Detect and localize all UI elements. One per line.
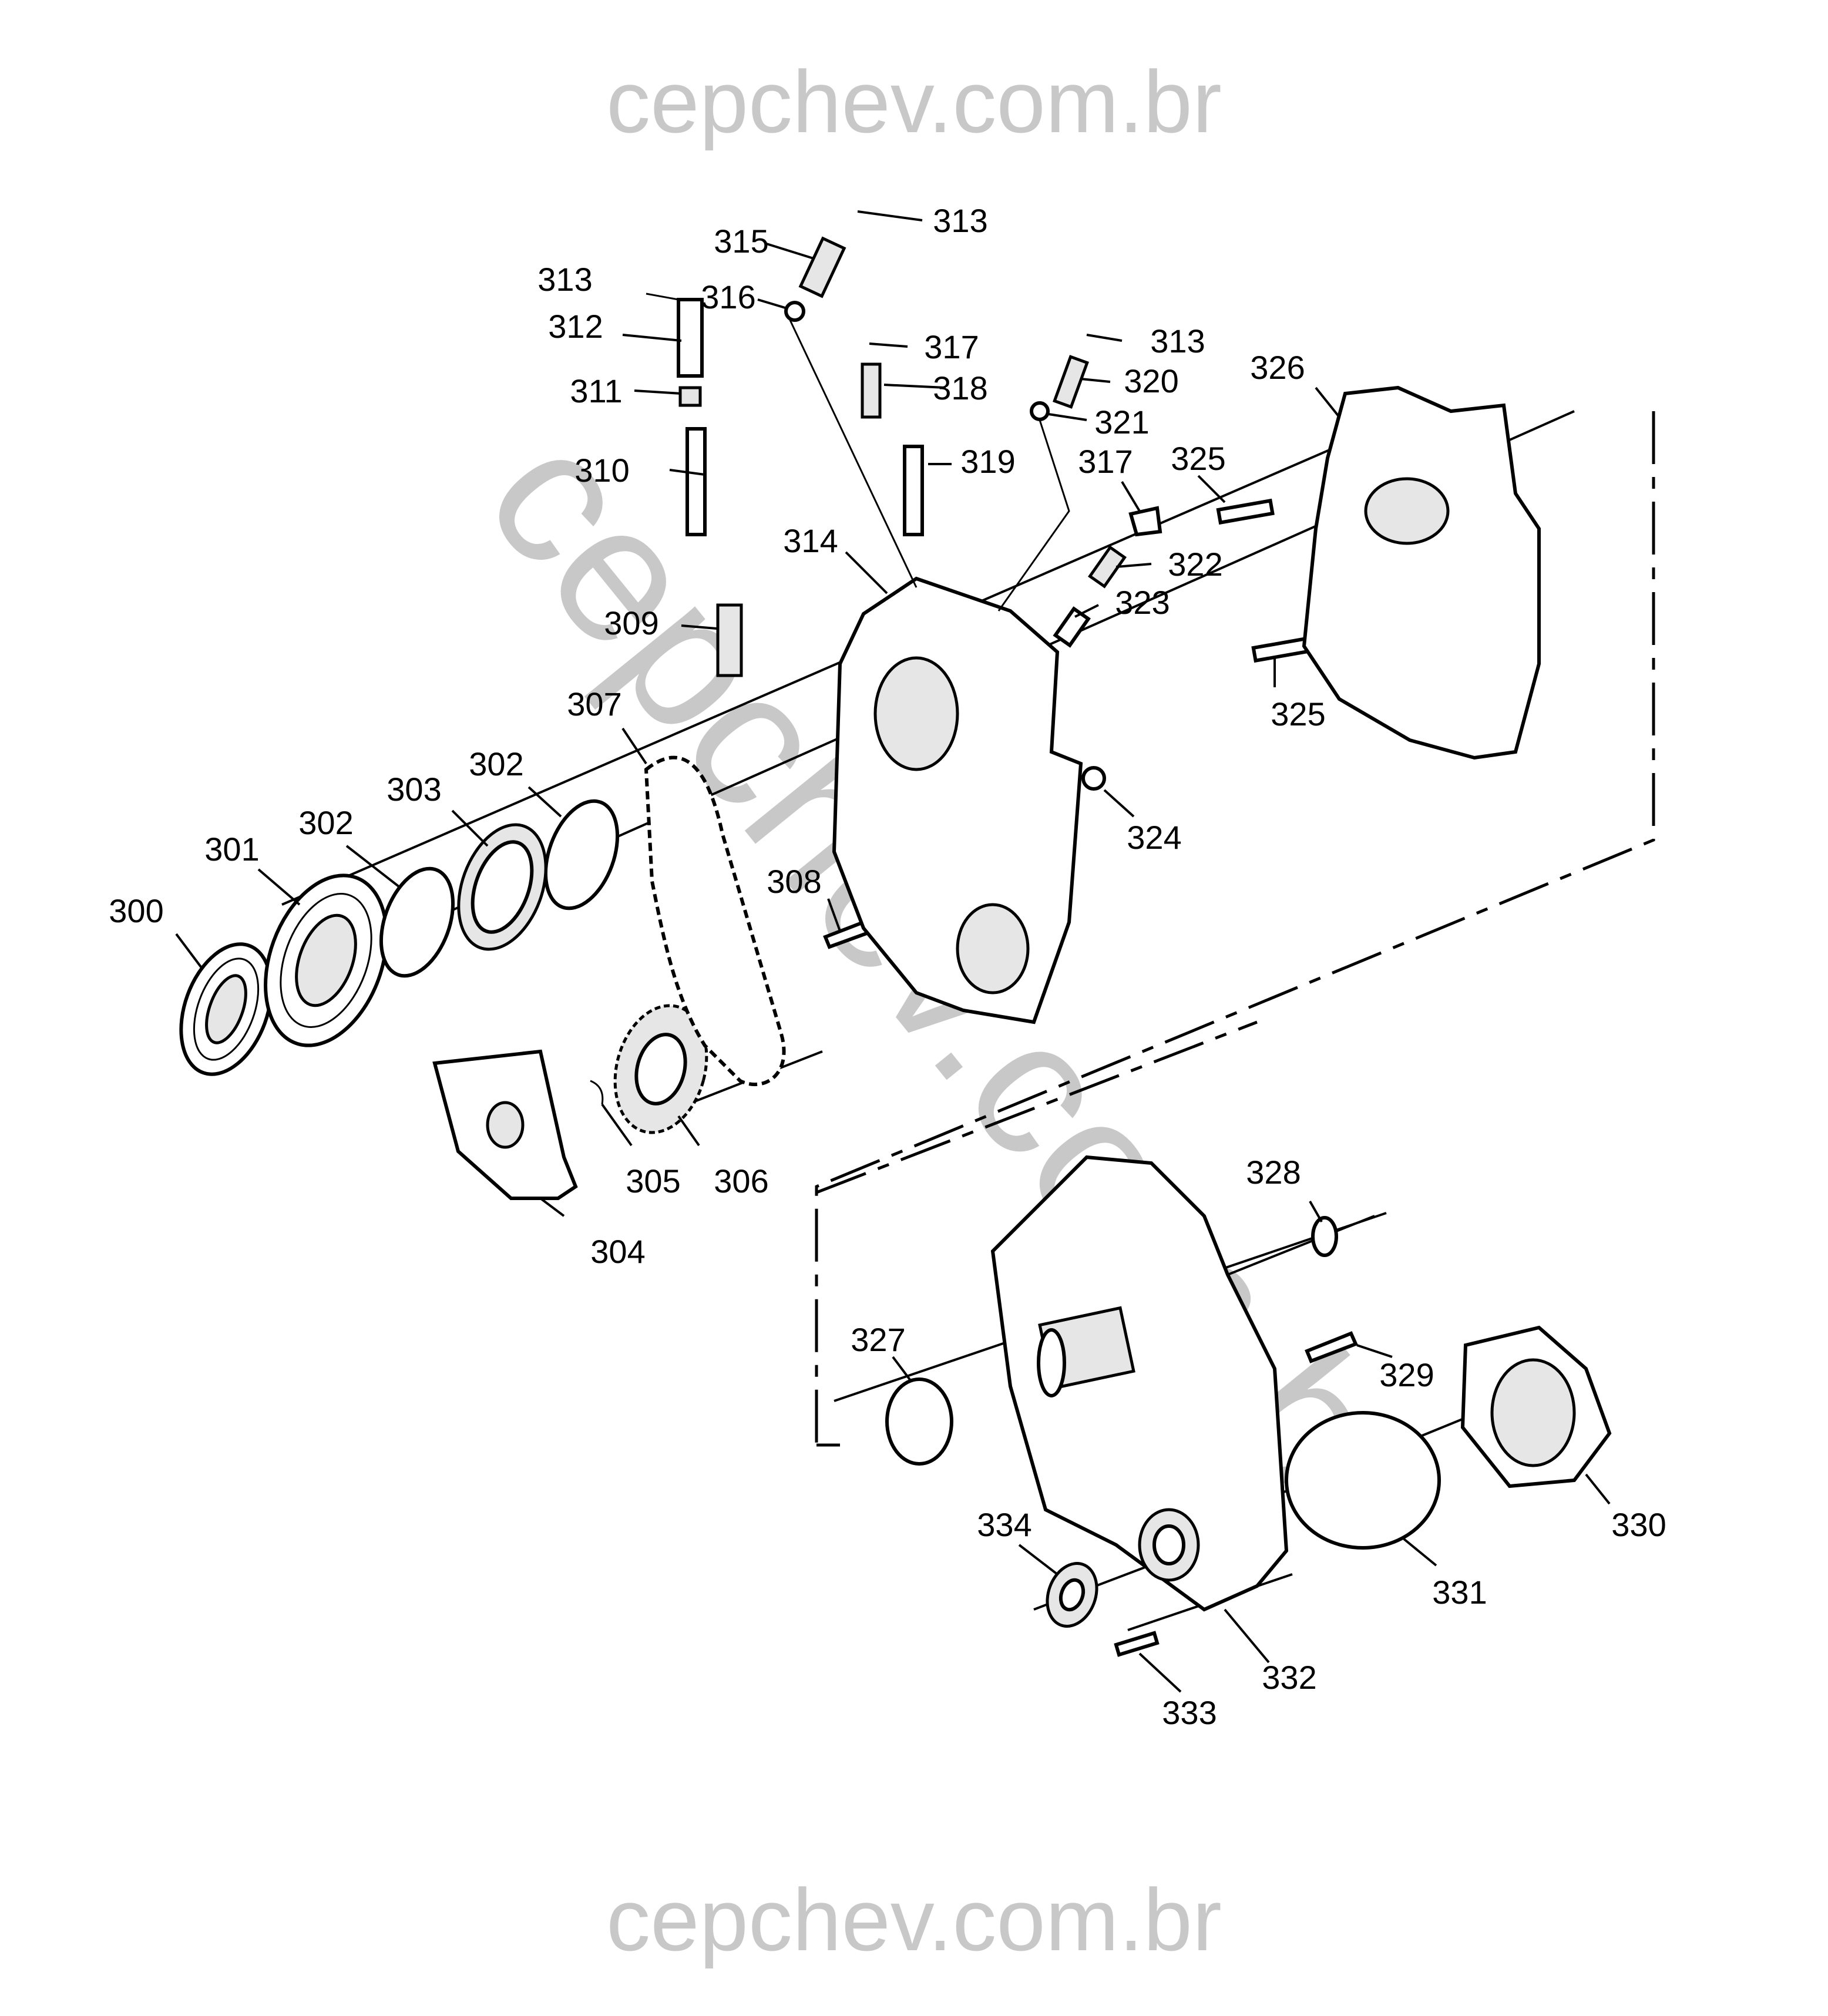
part-326-window [1364, 477, 1450, 545]
callout-317-b: 317 [1078, 443, 1133, 480]
part-303-bearing [457, 823, 547, 951]
callout-326: 326 [1250, 349, 1305, 386]
part-314-lower-bore [956, 903, 1030, 994]
callout-313-b: 313 [933, 202, 987, 239]
callout-309: 309 [604, 604, 658, 641]
part-lower-case [990, 1155, 1289, 1612]
watermark-top: cepchev.com.br [606, 52, 1222, 151]
callout-332: 332 [1262, 1659, 1316, 1696]
part-322-325-small-parts [1053, 498, 1310, 791]
callout-300: 300 [109, 892, 163, 929]
callout-303: 303 [387, 771, 441, 808]
part-302-snap-ring-a [379, 866, 455, 978]
callout-306: 306 [714, 1162, 768, 1199]
part-328-ring [1311, 1216, 1338, 1257]
part-326-separator-plate [1302, 385, 1541, 760]
callout-308: 308 [767, 863, 821, 900]
callout-315: 315 [714, 223, 768, 260]
callout-317-a: 317 [924, 328, 979, 365]
callout-331: 331 [1432, 1574, 1487, 1611]
callout-334: 334 [977, 1506, 1031, 1543]
part-300-seal [179, 942, 273, 1076]
leader-lines [175, 210, 1611, 1693]
part-301-housing [264, 873, 388, 1047]
callout-304: 304 [590, 1233, 645, 1270]
callout-321: 321 [1094, 404, 1149, 441]
callout-323: 323 [1115, 584, 1170, 621]
callout-314: 314 [783, 522, 838, 559]
part-306-sprocket [613, 1004, 708, 1134]
part-305-clip [590, 1080, 604, 1105]
callout-318: 318 [933, 369, 987, 406]
callout-301: 301 [204, 831, 259, 868]
part-304-cover-hole [486, 1101, 525, 1149]
callout-302-b: 302 [469, 745, 523, 782]
callout-302-a: 302 [298, 804, 353, 841]
callout-333: 333 [1162, 1694, 1217, 1731]
callout-320: 320 [1124, 362, 1178, 399]
part-lower-case-sleeve [1037, 1306, 1135, 1397]
callout-330: 330 [1611, 1506, 1666, 1543]
callout-325-b: 325 [1271, 695, 1325, 733]
part-302-snap-ring-b [543, 799, 620, 910]
callout-328: 328 [1246, 1154, 1301, 1191]
part-327-o-ring [885, 1377, 953, 1466]
callout-311: 311 [570, 372, 622, 409]
part-307-chain [644, 755, 786, 1087]
part-330-pump [1460, 1325, 1612, 1489]
watermark-bottom: cepchev.com.br [606, 1870, 1222, 1969]
callout-329: 329 [1379, 1356, 1434, 1393]
part-314-bore [873, 656, 959, 771]
callout-307: 307 [567, 686, 621, 723]
callout-324: 324 [1127, 819, 1181, 856]
callout-325-a: 325 [1171, 440, 1225, 477]
callout-322: 322 [1168, 546, 1222, 583]
callout-319: 319 [960, 443, 1015, 480]
part-332-seal-housing [1138, 1508, 1200, 1582]
part-334-seal [1046, 1562, 1098, 1628]
callout-305: 305 [626, 1162, 680, 1199]
callout-312: 312 [548, 308, 603, 345]
part-315-321-valve-parts [784, 236, 1089, 611]
part-331-gasket [1285, 1411, 1441, 1550]
callout-313-a: 313 [537, 261, 592, 298]
part-309-313-valve-stack [646, 293, 743, 677]
callout-labels: 300 301 302 303 302 307 305 306 304 308 … [109, 202, 1666, 1731]
callout-313-c: 313 [1150, 322, 1205, 359]
callout-327: 327 [851, 1321, 905, 1358]
part-333-bolt [1114, 1631, 1160, 1657]
callout-316: 316 [701, 278, 755, 315]
callout-310: 310 [574, 452, 629, 489]
part-329-bolt [1305, 1331, 1359, 1363]
